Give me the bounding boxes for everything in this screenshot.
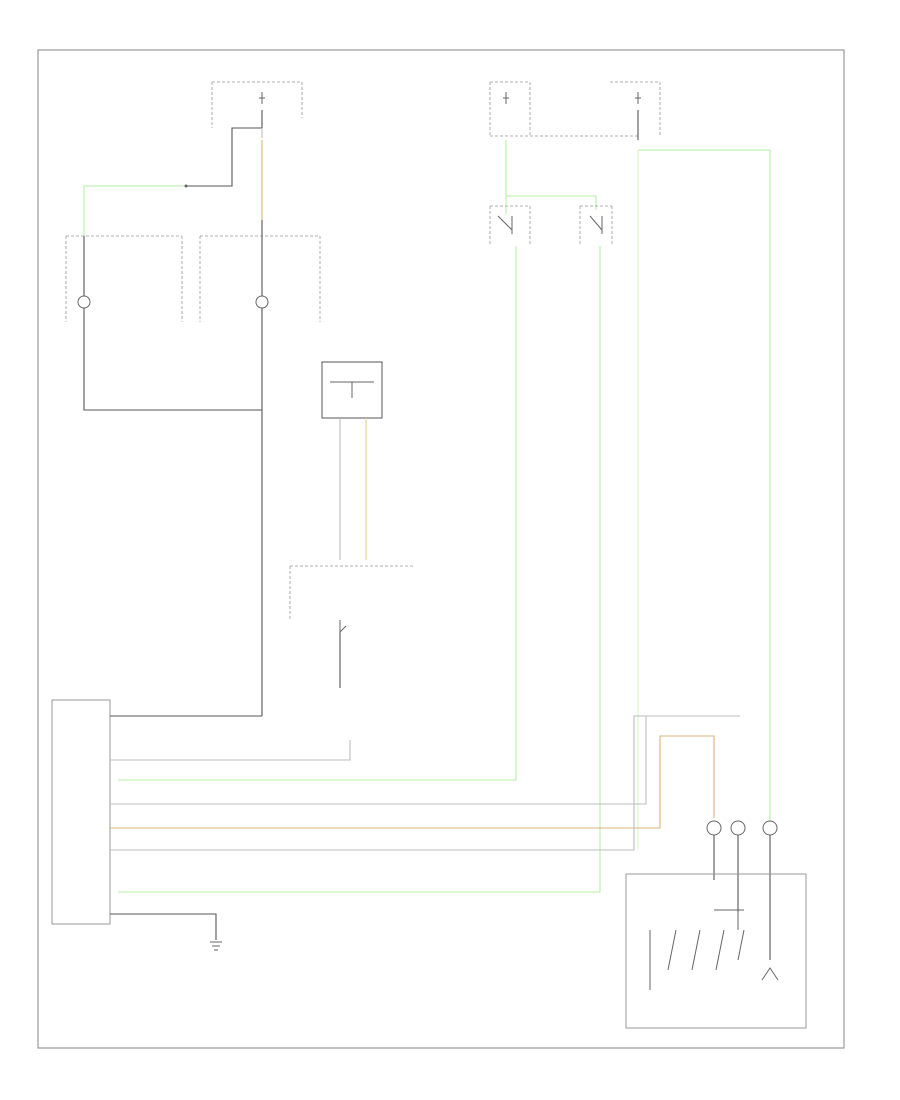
wire-black-left [186, 160, 233, 187]
door-switch-right [579, 205, 613, 246]
wire-green-mid [505, 140, 597, 210]
door-lock-actuator-connectors [706, 820, 778, 960]
wire-green-right [118, 246, 601, 893]
diagram-frame [37, 49, 845, 1049]
door-lock-actuator [625, 873, 807, 1029]
dome-lamp [321, 361, 383, 560]
door-ajar-switch-left [65, 235, 262, 411]
wire-green-left-top [83, 185, 186, 236]
gem-pin-wires [110, 715, 740, 940]
wire-green-far-right [638, 149, 771, 830]
fuse-block-right [489, 81, 661, 137]
generic-electronic-module [51, 699, 111, 925]
ground-symbol-gem [210, 941, 222, 951]
courtesy-lamp-switch [289, 565, 414, 688]
door-ajar-switch-right [199, 220, 321, 716]
wire-green-center [118, 246, 517, 781]
brake-pressure-switch [489, 205, 531, 246]
fuse-block-left [211, 81, 303, 160]
